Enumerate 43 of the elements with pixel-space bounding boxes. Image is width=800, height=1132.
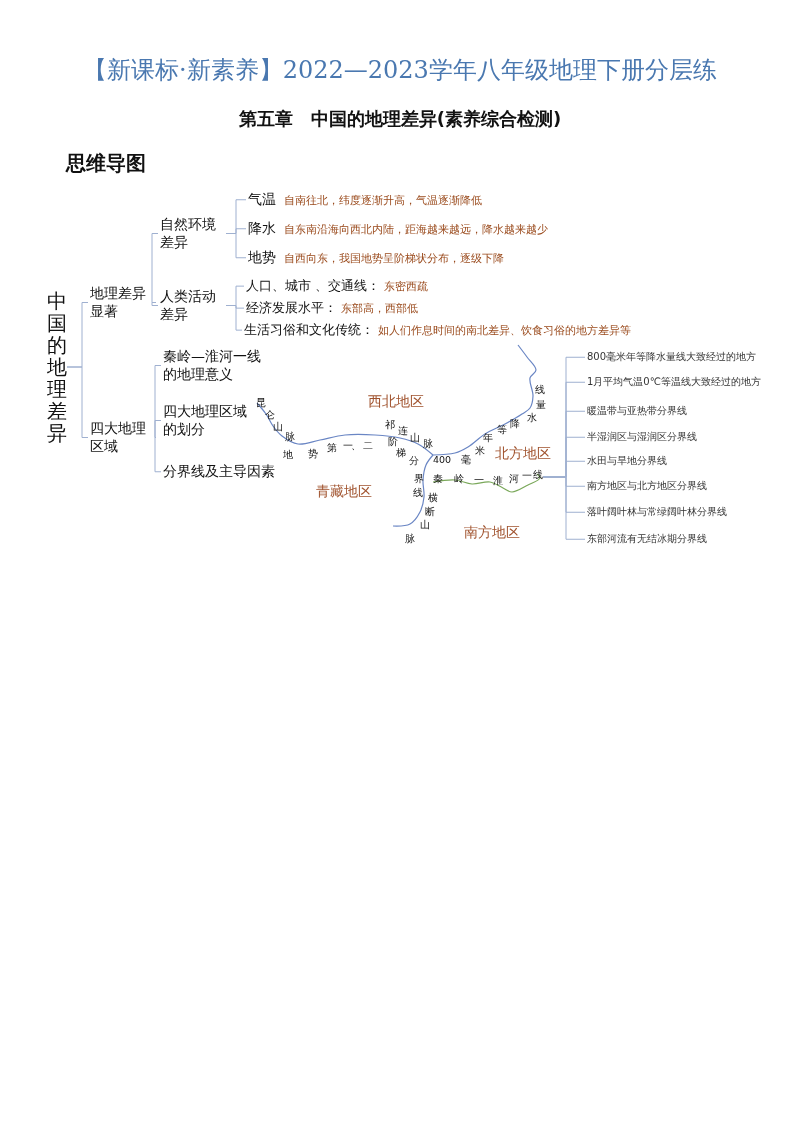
list-item-text: 1月平均气温0℃等温线大致经过的地方 xyxy=(587,376,761,389)
region-label: 南方地区 xyxy=(464,524,520,540)
topic-text: 经济发展水平： xyxy=(246,300,337,317)
topic-text: 分界线及主导因素 xyxy=(163,463,275,481)
list-item-text: 800毫米年等降水量线大致经过的地方 xyxy=(587,351,757,364)
list-item-text: 东部河流有无结冰期分界线 xyxy=(587,533,707,546)
topic-text: 地势 xyxy=(248,249,276,267)
section-heading: 思维导图 xyxy=(66,150,146,177)
topic-text: 生活习俗和文化传统： xyxy=(244,322,374,339)
topic-text: 气温 xyxy=(248,191,276,209)
list-item-text: 暖温带与亚热带分界线 xyxy=(587,405,687,418)
bracket-connector xyxy=(154,420,162,438)
topic-text: 人类活动差异 xyxy=(160,288,226,323)
topic-text: 自然环境差异 xyxy=(160,216,226,251)
topic-text: 降水 xyxy=(248,220,276,238)
root-topic: 中国的地理差异 xyxy=(47,290,67,444)
list-item-text: 南方地区与北方地区分界线 xyxy=(587,480,707,493)
header-text: 【新课标·新素养】2022—2023学年八年级地理下册分层练 xyxy=(82,55,718,86)
description-text: 自南往北，纬度逐渐升高，气温逐渐降低 xyxy=(284,194,482,208)
list-item-text: 落叶阔叶林与常绿阔叶林分界线 xyxy=(587,506,727,519)
bracket-connector xyxy=(66,366,89,438)
description-text: 东部高，西部低 xyxy=(341,302,418,316)
bracket-connector xyxy=(151,233,159,303)
topic-text: 人口、城市 、交通线： xyxy=(246,278,381,295)
list-item-text: 水田与旱地分界线 xyxy=(587,455,667,468)
description-text: 东密西疏 xyxy=(384,280,429,294)
topic-text: 地理差异显著 xyxy=(90,285,156,320)
map-line-label: 昆仑山脉 xyxy=(256,396,295,442)
title-text: 第五章 中国的地理差异(素养综合检测) xyxy=(237,107,563,131)
bracket-connector xyxy=(154,437,162,473)
bracket-connector xyxy=(151,302,159,306)
region-label: 西北地区 xyxy=(368,393,424,409)
description-text: 如人们作息时间的南北差异、饮食习俗的地方差异等 xyxy=(378,324,631,338)
map-line-label: 秦岭—淮河一线 xyxy=(433,468,543,486)
description-text: 自东南沿海向西北内陆，距海越来越远，降水越来越少 xyxy=(284,223,548,237)
topic-text: 四大地理区域 xyxy=(90,420,156,455)
region-label: 青藏地区 xyxy=(316,483,372,499)
description-text: 自西向东，我国地势呈阶梯状分布，逐级下降 xyxy=(284,252,504,266)
bracket-connector xyxy=(225,233,247,259)
topic-text: 四大地理区域的划分 xyxy=(163,403,249,438)
topic-text: 秦岭—淮河一线的地理意义 xyxy=(163,348,263,383)
region-label: 北方地区 xyxy=(495,445,551,461)
list-item-text: 半湿润区与湿润区分界线 xyxy=(587,431,697,444)
